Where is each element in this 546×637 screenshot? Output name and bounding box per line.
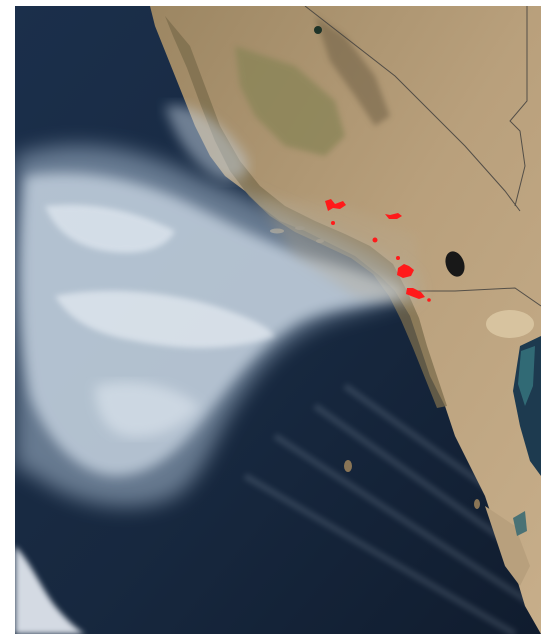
coastal-ranges [165,16,447,408]
baja-island [474,499,480,509]
satellite-image-frame [15,6,541,634]
gulf-shallow [518,346,535,406]
central-valley [235,46,345,156]
mountain-lake [314,26,322,34]
fire-hotspots [325,199,431,302]
land-mass [150,6,541,634]
coastal-smoke [255,196,425,306]
border-lines [304,6,541,307]
mountain-range [315,16,390,126]
bay-inlet [513,511,527,536]
desert-basin [486,310,534,338]
inland-lake [445,251,465,277]
baja-tip [485,506,530,586]
cloud-bank [15,546,85,634]
offshore-island [344,460,352,472]
satellite-image [15,6,541,634]
